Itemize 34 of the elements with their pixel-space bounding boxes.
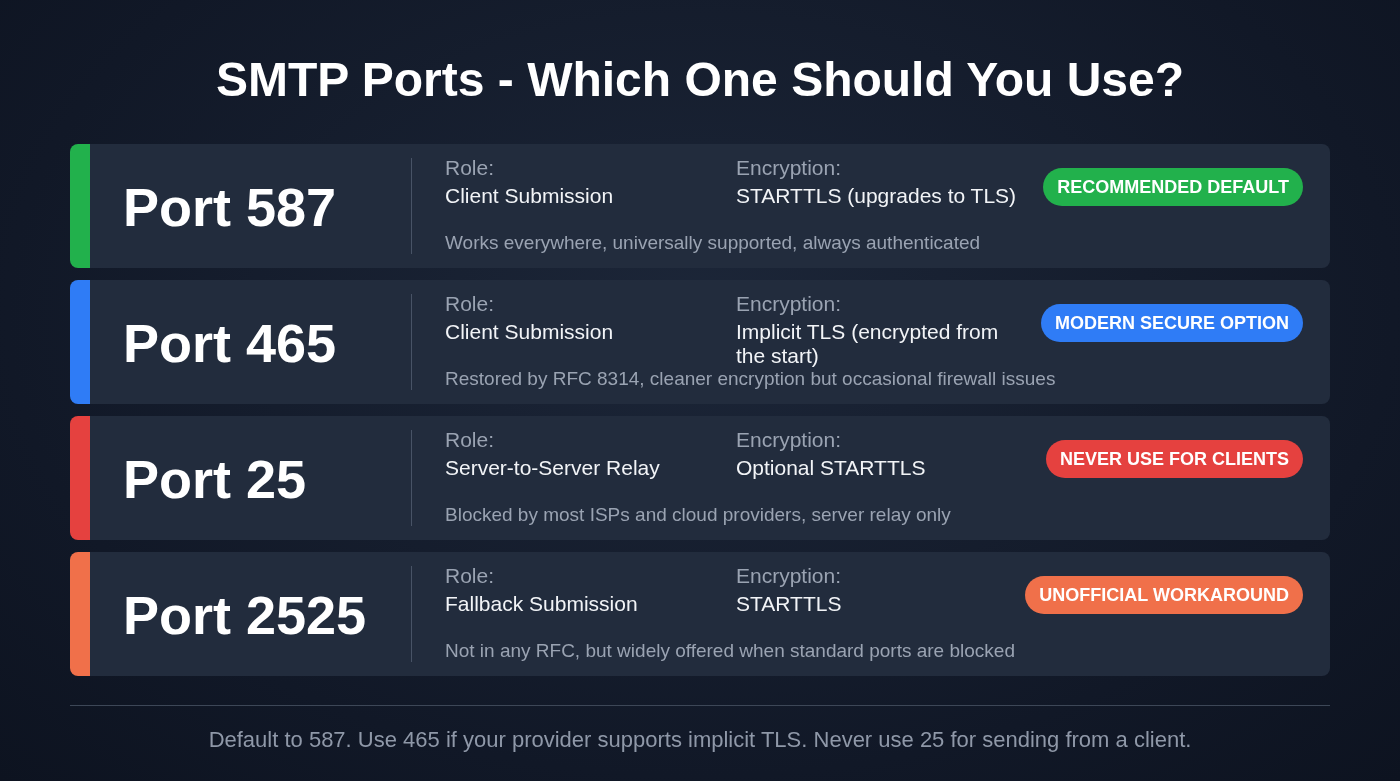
description: Blocked by most ISPs and cloud providers, server relay only	[445, 504, 951, 526]
role-value: Server-to-Server Relay	[445, 456, 661, 480]
description: Not in any RFC, but widely offered when standard ports are blocked	[445, 640, 1015, 662]
role-value: Client Submission	[445, 320, 615, 344]
port-number: Port 465	[123, 312, 337, 374]
description: Works everywhere, universally supported, always authenticated	[445, 232, 981, 254]
description: Restored by RFC 8314, cleaner encryption but occasional firewall issues	[445, 368, 1056, 390]
status-badge: RECOMMENDED DEFAULT	[1043, 168, 1303, 206]
port-card	[70, 144, 1330, 268]
port-card	[70, 280, 1330, 404]
encryption-value: Implicit TLS (encrypted from the start)	[736, 320, 1000, 368]
role-value: Fallback Submission	[445, 592, 639, 616]
port-card	[70, 416, 1330, 540]
port-number: Port 2525	[123, 584, 367, 646]
role-label: Role:	[445, 156, 495, 180]
role-label: Role:	[445, 428, 495, 452]
title: SMTP Ports - Which One Should You Use?	[214, 52, 1186, 107]
port-number: Port 25	[123, 448, 307, 510]
encryption-value: Optional STARTTLS	[736, 456, 927, 480]
encryption-label: Encryption:	[736, 428, 842, 452]
role-label: Role:	[445, 564, 495, 588]
status-badge: MODERN SECURE OPTION	[1040, 304, 1303, 342]
encryption-value: STARTTLS (upgrades to TLS)	[736, 184, 1018, 208]
encryption-label: Encryption:	[736, 564, 842, 588]
encryption-label: Encryption:	[736, 292, 842, 316]
encryption-value: STARTTLS	[736, 592, 843, 616]
role-value: Client Submission	[445, 184, 615, 208]
status-badge: NEVER USE FOR CLIENTS	[1045, 440, 1303, 478]
role-label: Role:	[445, 292, 495, 316]
port-number: Port 587	[123, 176, 337, 238]
status-badge: UNOFFICIAL WORKAROUND	[1025, 576, 1303, 614]
port-card	[70, 552, 1330, 676]
encryption-label: Encryption:	[736, 156, 842, 180]
caption: Default to 587. Use 465 if your provider supports implicit TLS. Never use 25 for sending from a client.	[207, 727, 1193, 753]
